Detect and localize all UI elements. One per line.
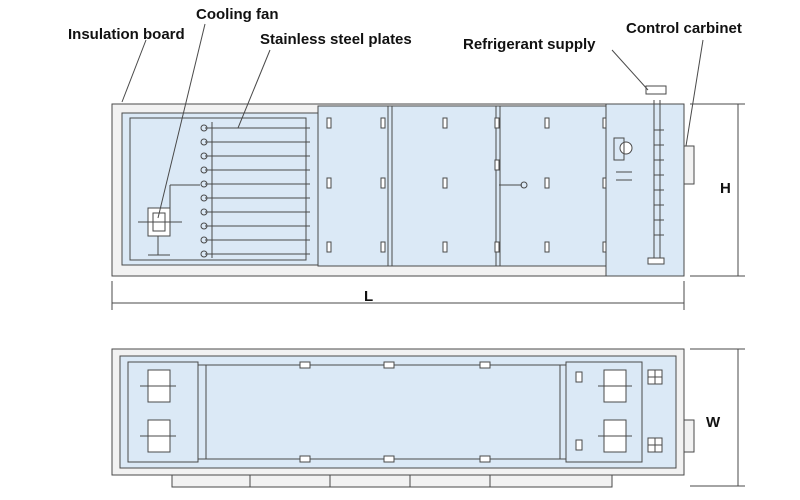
top-left-fans (140, 369, 176, 453)
fan-compartment (129, 117, 307, 261)
cooling-fan (138, 184, 200, 256)
dimension-l: L (364, 288, 374, 305)
label-insulation-board: Insulation board (68, 26, 185, 43)
dimension-h: H (720, 180, 731, 197)
label-cooling-fan: Cooling fan (196, 6, 279, 23)
leader-lines (121, 23, 704, 219)
side-view (111, 85, 695, 277)
insulation-board (121, 112, 319, 266)
top-inner-panel (119, 355, 677, 469)
top-view (111, 348, 695, 488)
chamber-panels (317, 105, 608, 267)
label-refrigerant-supply: Refrigerant supply (463, 36, 596, 53)
label-stainless-steel-plates: Stainless steel plates (260, 31, 412, 48)
stainless-steel-plates (200, 122, 310, 258)
dimension-w: W (706, 414, 721, 431)
top-right-fans (598, 369, 632, 453)
label-control-cabinet: Control carbinet (626, 20, 742, 37)
control-cabinet (605, 85, 695, 277)
dimension-lines (111, 103, 745, 487)
